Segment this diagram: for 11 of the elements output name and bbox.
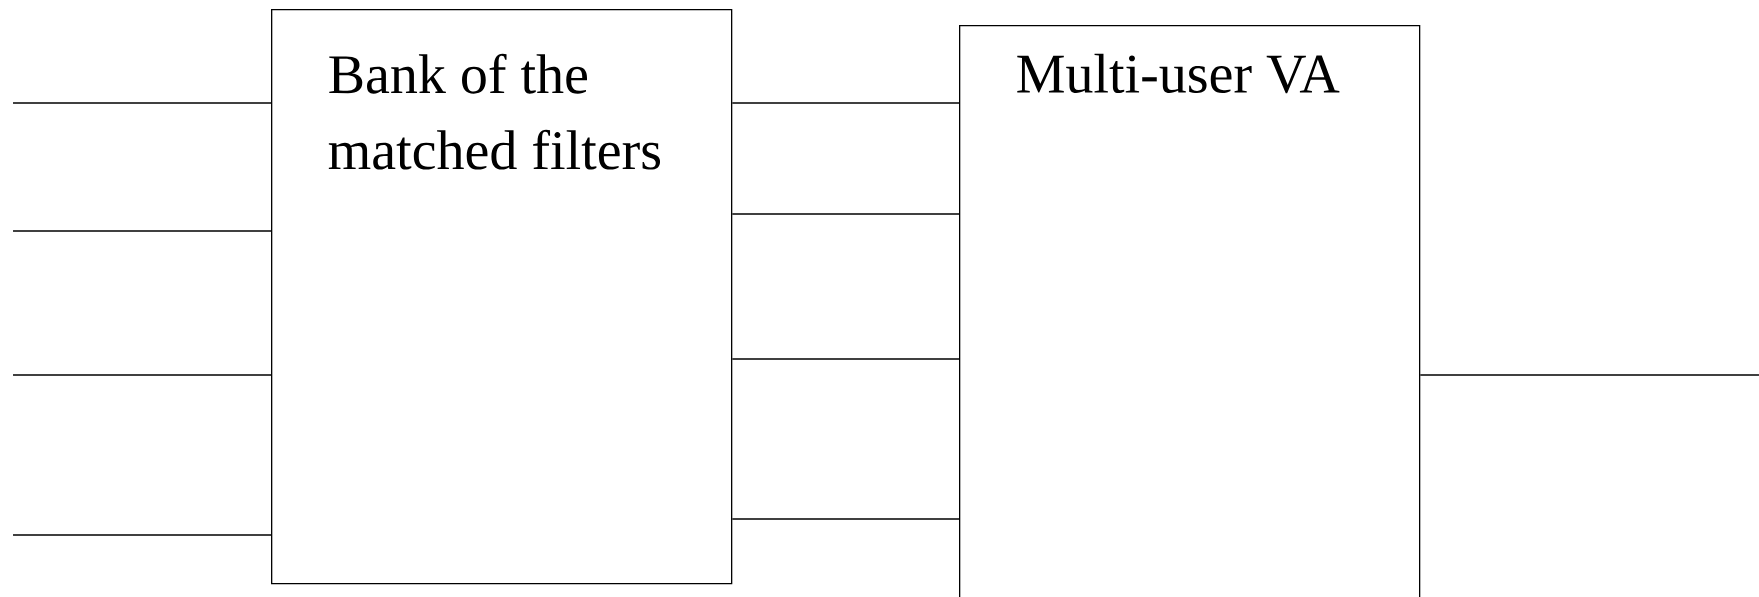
- process-box: Bank of the matched filters: [271, 9, 733, 585]
- connector-line: [12, 102, 272, 104]
- connector-line: [731, 213, 960, 215]
- process-box: Multi-user VA: [959, 25, 1421, 597]
- connector-line: [731, 518, 960, 520]
- connector-line: [12, 230, 272, 232]
- connector-line: [12, 374, 272, 376]
- connector-line: [12, 534, 272, 536]
- connector-line: [1419, 374, 1759, 376]
- connector-line: [731, 358, 960, 360]
- connector-line: [731, 102, 960, 104]
